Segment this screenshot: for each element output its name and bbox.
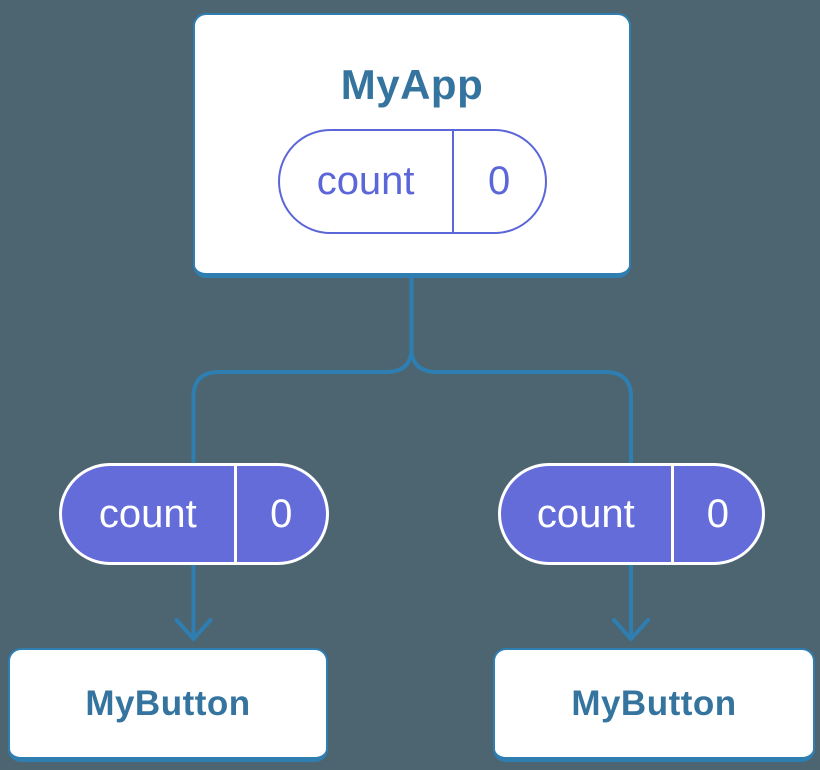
connector-branch-left [191,346,414,636]
prop-pill-right-value: 0 [670,466,762,562]
arrowhead-down-left-icon [174,618,213,641]
component-card-myapp: MyApp count 0 [193,13,631,278]
component-card-mybutton-left: MyButton [8,648,328,762]
prop-pill-right-label: count [536,491,635,536]
state-pill-value: 0 [451,131,545,232]
prop-pill-left-label: count [98,491,197,536]
state-pill-label: count [316,159,415,203]
connector-branch-right [409,346,633,636]
prop-pill-left: count 0 [59,463,329,565]
prop-pill-left-value: 0 [233,466,326,562]
component-title-mybutton-left: MyButton [85,683,251,723]
component-title-mybutton-right: MyButton [571,683,737,723]
arrowhead-down-right-icon [612,618,650,641]
prop-pill-right: count 0 [498,463,765,565]
component-card-mybutton-right: MyButton [493,648,815,762]
component-title-myapp: MyApp [340,61,484,108]
state-pill: count 0 [277,129,547,234]
